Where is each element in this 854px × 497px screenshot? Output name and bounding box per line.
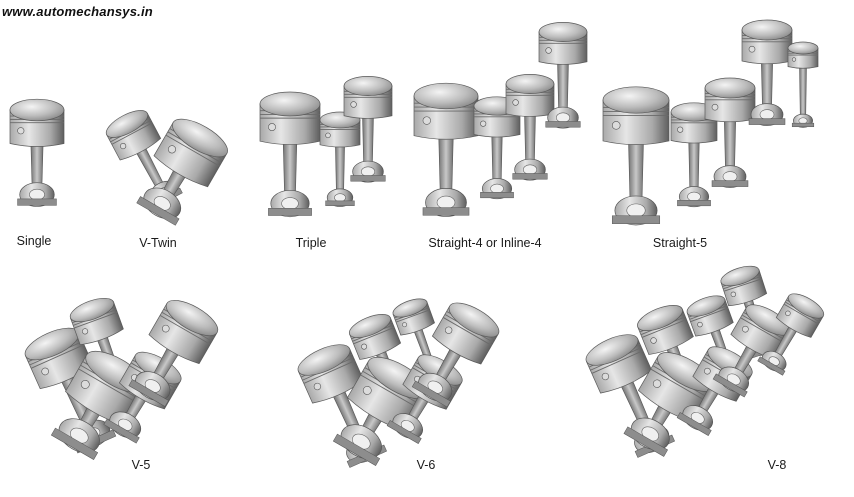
config-label-v-6: V-6: [416, 458, 436, 472]
site-watermark: www.automechansys.in: [2, 4, 153, 19]
config-label-v-5: V-5: [131, 458, 151, 472]
config-label-v-8: V-8: [767, 458, 787, 472]
config-label-v-twin: V-Twin: [139, 236, 177, 250]
config-label-straight-5: Straight-5: [652, 236, 708, 250]
config-label-straight-4: Straight-4 or Inline-4: [428, 236, 542, 250]
config-label-single: Single: [16, 234, 52, 248]
config-label-triple: Triple: [295, 236, 327, 250]
